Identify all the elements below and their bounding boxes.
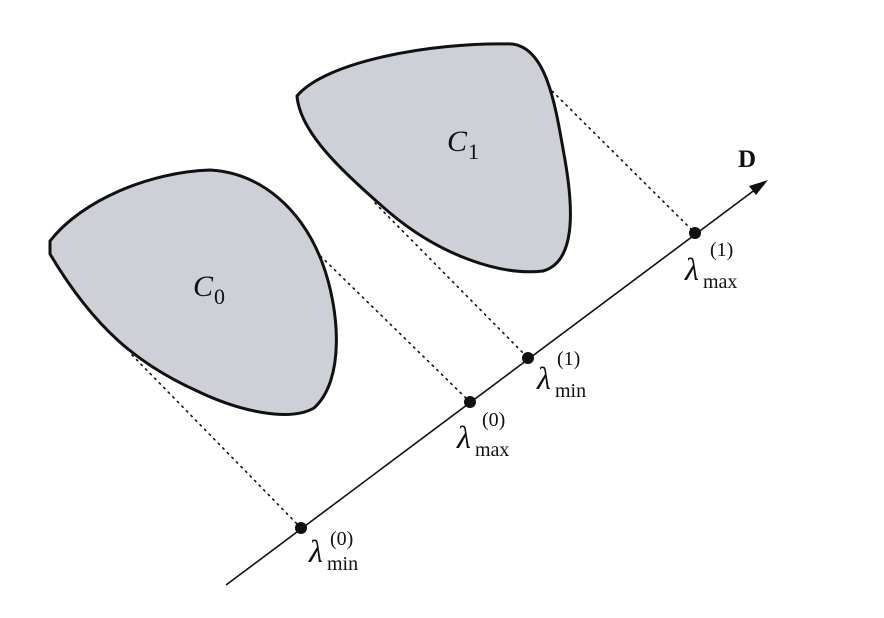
point-lambda-min-0: [295, 522, 307, 534]
svg-text:λ: λ: [536, 360, 551, 396]
svg-text:(0): (0): [482, 409, 505, 431]
direction-axis-line: [225, 185, 761, 586]
label-lambda-min-1: λ min (1): [536, 348, 586, 402]
projection-line-min0: [131, 354, 302, 529]
svg-text:λ: λ: [684, 251, 699, 287]
svg-text:(1): (1): [710, 239, 733, 261]
projection-line-min1: [374, 202, 529, 359]
svg-text:min: min: [327, 553, 358, 575]
svg-text:(1): (1): [557, 348, 580, 370]
label-lambda-min-0: λ min (0): [308, 528, 358, 575]
shape-label-c1: C1: [447, 125, 479, 164]
shape-label-c0: C0: [193, 270, 225, 309]
point-lambda-min-1: [522, 352, 534, 364]
shape-c1: [295, 42, 572, 274]
svg-text:λ: λ: [308, 533, 323, 569]
direction-axis-arrowhead: [749, 180, 768, 195]
projection-line-max0: [301, 237, 471, 403]
label-lambda-max-1: λ max (1): [684, 239, 737, 293]
svg-text:λ: λ: [456, 419, 471, 455]
label-lambda-max-0: λ max (0): [456, 409, 509, 461]
svg-text:max: max: [475, 439, 509, 461]
svg-text:max: max: [703, 271, 737, 293]
point-lambda-max-0: [464, 396, 476, 408]
point-lambda-max-1: [689, 227, 701, 239]
svg-text:min: min: [555, 380, 586, 402]
axis-label-d: D: [738, 146, 756, 173]
svg-text:(0): (0): [330, 528, 353, 550]
shape-c0: [48, 168, 338, 416]
